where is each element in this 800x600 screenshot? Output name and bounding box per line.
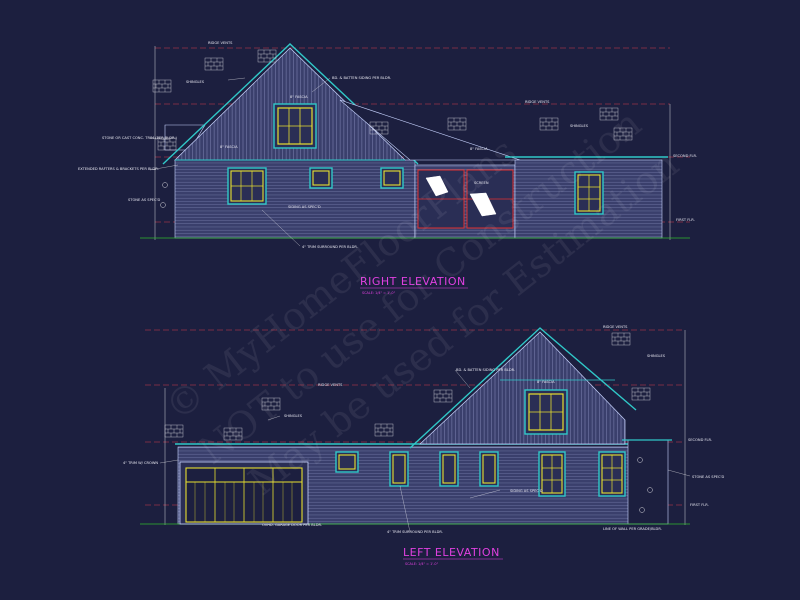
gable-window [524, 389, 568, 435]
note-garage-door: OVHD. GARAGE DOOR PER BLDR. [262, 523, 322, 527]
wall-window [389, 451, 409, 487]
right-elevation-scale: SCALE: 1/4" = 1'-0" [362, 291, 396, 295]
wall-window [479, 451, 499, 487]
left-elevation-title: LEFT ELEVATION [403, 546, 500, 559]
note-ridge-vents: RIDGE VENTS [525, 100, 550, 104]
right-elevation-title: RIGHT ELEVATION [360, 275, 466, 288]
level-second-floor: SECOND FLR. [688, 438, 712, 442]
note-fascia: 8" FASCIA [220, 145, 238, 149]
note-ridge-vents: RIDGE VENTS [603, 325, 628, 329]
note-trim: 4" TRIM SURROUND PER BLDR. [302, 245, 358, 249]
note-fascia: 8" FASCIA [537, 380, 555, 384]
note-ridge-vents: RIDGE VENTS [318, 383, 343, 387]
note-shingles: SHINGLES [284, 414, 303, 418]
wall-window [538, 451, 566, 497]
note-shingles: SHINGLES [186, 80, 205, 84]
main-wall [174, 159, 416, 239]
stone-section [627, 439, 669, 525]
left-elevation: RIDGE VENTS RIDGE VENTS SHINGLES SHINGLE… [123, 325, 725, 566]
wall-window [227, 167, 267, 205]
note-screen: SCREEN [474, 181, 489, 185]
note-siding: SIDING AS SPEC'D [288, 205, 321, 209]
note-ridge-vents: RIDGE VENTS [208, 41, 233, 45]
note-stone-trim: STONE OR CAST CONC. TRIM (PER BLDR.) [102, 136, 178, 140]
right-elevation: RIDGE VENTS RIDGE VENTS BD. & BATTEN SID… [78, 41, 697, 295]
note-siding: SIDING AS SPEC'D [510, 489, 543, 493]
note-line-of-wall: LINE OF WALL PER GRADE/BLDR. [603, 527, 662, 531]
note-trim: 4" TRIM SURROUND PER BLDR. [387, 530, 443, 534]
note-fascia: 8" FASCIA [470, 147, 488, 151]
main-gable [419, 331, 626, 445]
note-fascia: 8" FASCIA [290, 95, 308, 99]
wall-window [335, 451, 359, 473]
gable-window [273, 103, 317, 149]
note-stone: STONE AS SPEC'D [128, 198, 161, 202]
note-shingles: SHINGLES [570, 124, 589, 128]
wall-window [380, 167, 404, 189]
note-stone: STONE AS SPEC'D [692, 475, 725, 479]
wall-window [598, 451, 626, 497]
garage-door [179, 461, 309, 525]
left-elevation-scale: SCALE: 1/4" = 1'-0" [405, 562, 439, 566]
wall-window [574, 171, 604, 215]
level-first-floor: FIRST FLR. [676, 218, 695, 222]
gable-fascia [409, 327, 637, 449]
note-rafters: EXTENDED RAFTERS & BRACKETS PER BLDR. [78, 167, 159, 171]
level-first-floor: FIRST FLR. [690, 503, 709, 507]
wall-window [309, 167, 333, 189]
note-trim-crown: 4" TRIM W/ CROWN [123, 461, 158, 465]
note-board-batten: BD. & BATTEN SIDING PER BLDR. [456, 368, 515, 372]
note-board-batten: BD. & BATTEN SIDING PER BLDR. [332, 76, 391, 80]
level-second-floor: SECOND FLR. [673, 154, 697, 158]
wall-window [439, 451, 459, 487]
note-shingles: SHINGLES [647, 354, 666, 358]
